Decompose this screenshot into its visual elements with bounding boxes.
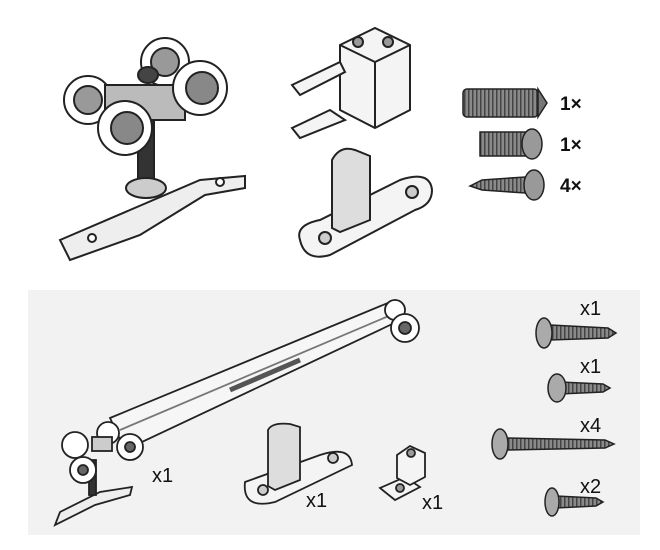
floor-guide <box>298 147 434 258</box>
quantity-label: x4 <box>580 415 602 437</box>
guide-clip <box>290 26 411 140</box>
soft-close-trolley <box>53 298 420 527</box>
bottom-screws <box>491 317 618 517</box>
floor-guide-bottom <box>243 422 353 505</box>
quantity-label: x1 <box>580 298 602 320</box>
quantity-label: x1 <box>306 490 328 512</box>
quantity-label: x1 <box>580 356 602 378</box>
quantity-label: 4× <box>560 176 582 197</box>
quantity-label: x2 <box>580 476 602 498</box>
quantity-label: 1× <box>560 94 582 115</box>
quantity-label: 1× <box>560 135 582 156</box>
top-screws <box>462 86 548 201</box>
quantity-label: x1 <box>422 492 444 514</box>
quantity-label: x1 <box>152 465 174 487</box>
stopper <box>378 444 426 502</box>
roller-trolley <box>58 37 246 262</box>
